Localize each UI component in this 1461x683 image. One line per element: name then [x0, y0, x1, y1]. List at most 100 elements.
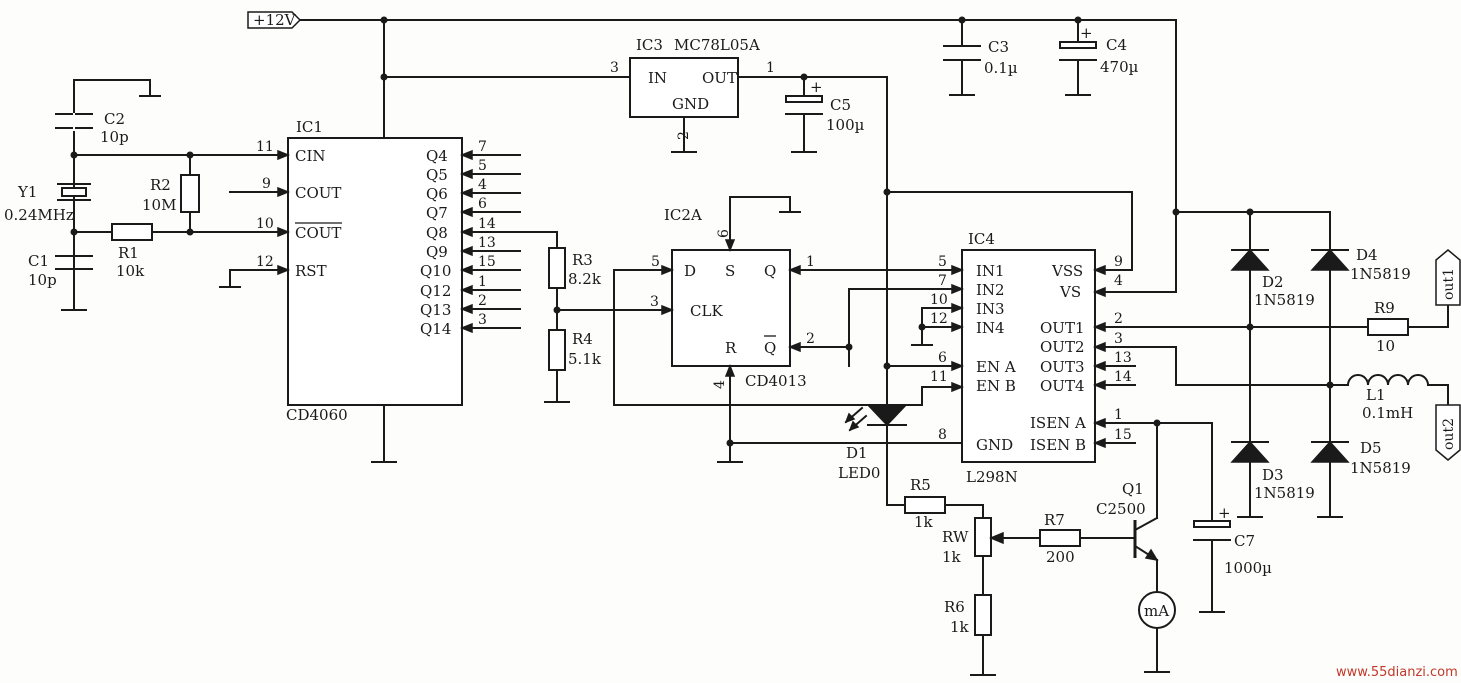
r1-resistor: R1 10k [111, 223, 153, 280]
ic4-pinnum-10: 10 [930, 292, 948, 308]
r4-ref: R4 [572, 330, 593, 348]
ic4-pinnum-7: 7 [938, 273, 947, 289]
ic1-pin-cout: COUT [295, 184, 341, 202]
ic3-pinnum-2: 2 [676, 131, 692, 140]
ic4-out2: OUT2 [1040, 338, 1085, 356]
ic4-pinnum-12: 12 [930, 311, 948, 327]
ic1-pin-rst: RST [295, 262, 327, 280]
d4-val: 1N5819 [1350, 265, 1411, 283]
ic1-qpin-1: 1 [478, 274, 487, 290]
ic2-pinnum-5: 5 [651, 254, 660, 270]
r9-val: 10 [1376, 337, 1395, 355]
ic4-ena: EN A [976, 358, 1016, 376]
l1-ref: L1 [1366, 386, 1386, 404]
ic4-enb: EN B [976, 377, 1016, 395]
q1-ref: Q1 [1122, 480, 1144, 498]
d3-diode: D3 1N5819 [1230, 440, 1315, 502]
ic3-pinnum-1: 1 [766, 60, 775, 76]
c4-plus: + [1080, 24, 1093, 42]
c3-capacitor: C3 0.1µ [943, 38, 1018, 77]
ic4-arrows [951, 264, 1106, 449]
ic1-q-arrows [459, 149, 473, 334]
d2-ref: D2 [1262, 273, 1284, 291]
c5-plus: + [810, 78, 823, 96]
r4-resistor: R4 5.1k [548, 329, 602, 371]
ic4-pinnum-15: 15 [1114, 427, 1132, 443]
r1-val: 10k [116, 262, 145, 280]
d5-diode: D5 1N5819 [1310, 439, 1411, 477]
ic1-pinnum-11: 11 [256, 139, 274, 155]
ic1-q14: Q14 [420, 320, 451, 338]
out2-label: out2 [1441, 418, 1457, 450]
ic1-qpin-7: 7 [478, 139, 487, 155]
ic4-isena: ISEN A [1030, 414, 1086, 432]
out1-label: out1 [1441, 268, 1457, 300]
r3-ref: R3 [572, 251, 593, 269]
ic1-pin-cin: CIN [295, 147, 326, 165]
q1-transistor: Q1 C2500 [1096, 480, 1159, 562]
ic1-qpin-4: 4 [478, 177, 487, 193]
ic4-isenb: ISEN B [1030, 436, 1086, 454]
c4-capacitor: + C4 470µ [1059, 24, 1139, 76]
c1-ref: C1 [28, 252, 49, 270]
ic4-pinnum-2: 2 [1114, 311, 1123, 327]
c7-capacitor: + C7 1000µ [1193, 504, 1272, 577]
ic4-pinnum-4: 4 [1114, 273, 1123, 289]
d1-led: D1 LED0 [838, 404, 908, 482]
c5-val: 100µ [826, 116, 865, 134]
ic3-pin-gnd: GND [672, 95, 709, 113]
ic4-pinnum-5: 5 [938, 254, 947, 270]
r2-ref: R2 [150, 176, 171, 194]
ic1-qpin-13: 13 [478, 235, 496, 251]
c4-val: 470µ [1100, 58, 1139, 76]
l1-val: 0.1mH [1362, 404, 1413, 422]
r2-resistor: R2 10M [142, 174, 200, 214]
ic4-pinnum-6: 6 [938, 350, 947, 366]
ic2-part: CD4013 [745, 372, 807, 390]
ic1-part: CD4060 [286, 406, 348, 424]
rw-ref: RW [942, 528, 969, 546]
ic2-pin-r: R [725, 339, 737, 357]
ic1-qpin-6: 6 [478, 196, 487, 212]
r1-ref: R1 [118, 244, 139, 262]
ic2-pin-qbar: Q [764, 339, 776, 357]
ic1-q-pins: 7 5 4 6 14 13 15 1 2 3 [478, 139, 496, 328]
ic1-cd4060: IC1 CD4060 CIN COUT COUT RST 11 9 10 12 … [256, 118, 496, 424]
ic2-ref: IC2A [664, 206, 702, 224]
ic1-ref: IC1 [296, 118, 323, 136]
d4-ref: D4 [1356, 246, 1378, 264]
rw-potentiometer[interactable]: RW 1k [942, 517, 1004, 566]
ic1-q10: Q10 [420, 262, 451, 280]
c2-ref: C2 [104, 110, 125, 128]
ic4-pinnum-3: 3 [1114, 331, 1123, 347]
ic4-out1: OUT1 [1040, 319, 1085, 337]
c2-val: 10p [100, 128, 129, 146]
r3-val: 8.2k [568, 270, 602, 288]
ic2-pinnum-2: 2 [806, 331, 815, 347]
ic2-pinnum-4: 4 [712, 380, 728, 389]
rw-val: 1k [942, 548, 962, 566]
ic2-pin-q: Q [764, 262, 776, 280]
d5-ref: D5 [1360, 439, 1382, 457]
r7-val: 200 [1046, 548, 1075, 566]
ic4-in4: IN4 [976, 319, 1005, 337]
ic4-pinnum-14: 14 [1114, 369, 1132, 385]
ic4-ref: IC4 [968, 230, 995, 248]
r5-val: 1k [914, 513, 934, 531]
watermark-text: www.55dianzi.com [1336, 665, 1458, 680]
ic1-q9: Q9 [426, 243, 448, 261]
ic2-pinnum-1: 1 [806, 254, 815, 270]
r7-resistor: R7 200 [1039, 511, 1081, 566]
ic4-part: L298N [966, 468, 1018, 486]
r3-resistor: R3 8.2k [548, 247, 602, 289]
milliammeter: mA [1138, 591, 1176, 629]
y1-ref: Y1 [17, 183, 37, 201]
output-out1: out1 [1435, 249, 1461, 306]
ic2-pinnum-6: 6 [716, 229, 732, 238]
ic3-pin-out: OUT [702, 69, 737, 87]
ic3-regulator: IC3 MC78L05A IN OUT GND 3 1 2 [610, 36, 775, 140]
c3-ref: C3 [988, 38, 1009, 56]
c4-ref: C4 [1106, 36, 1127, 54]
ic4-pinnum-9: 9 [1114, 254, 1123, 270]
r6-ref: R6 [944, 598, 965, 616]
